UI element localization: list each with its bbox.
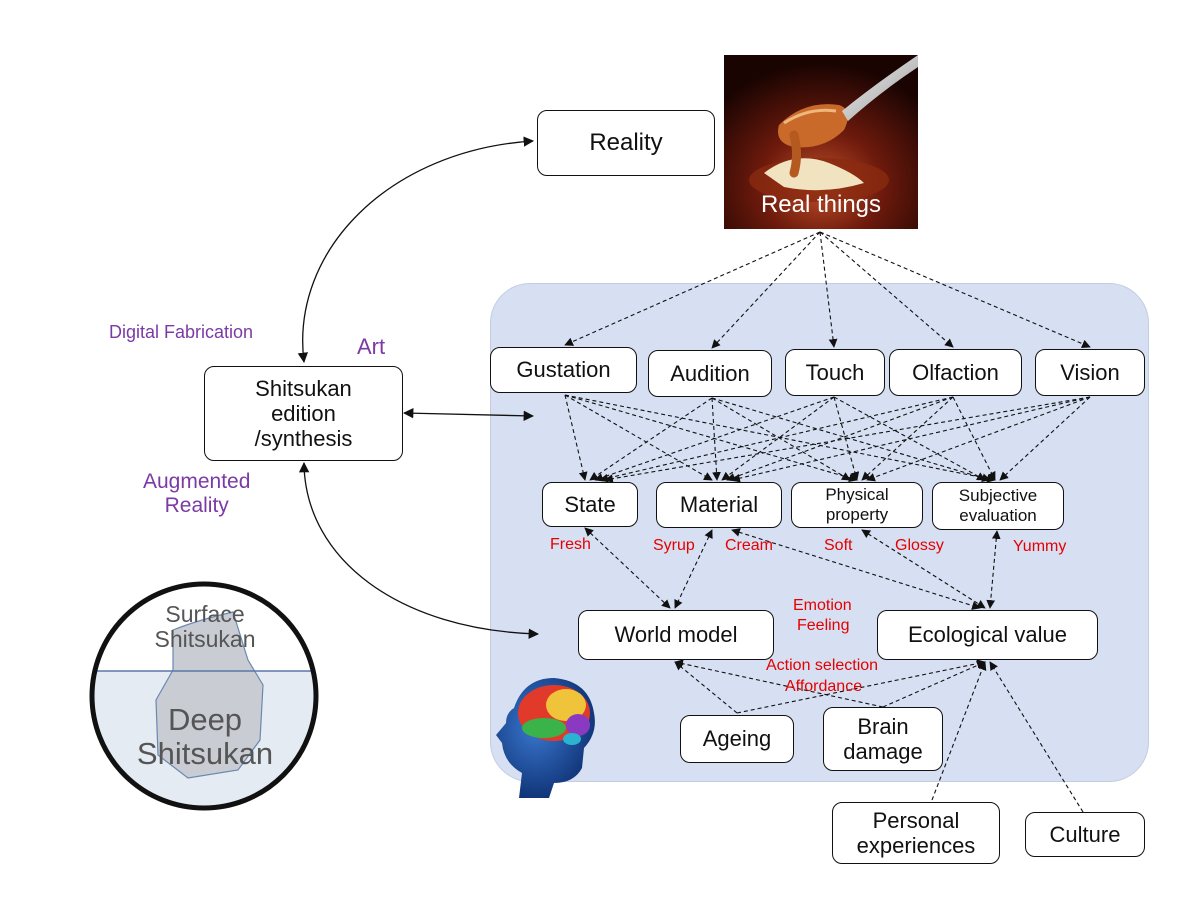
syrup-label: Syrup (653, 537, 695, 554)
olfaction-box: Olfaction (889, 349, 1022, 396)
feeling-label: Feeling (797, 617, 850, 634)
world-model-box: World model (578, 610, 774, 660)
affordance-label: Affordance (785, 678, 863, 695)
iceberg-illustration (89, 581, 319, 811)
subjective-evaluation-box: Subjective evaluation (932, 482, 1064, 530)
dessert-spoon-image (724, 55, 918, 229)
physical-property-box: Physical property (791, 482, 923, 528)
art-label: Art (357, 334, 386, 359)
augmented-reality-label: Augmented Reality (143, 470, 251, 518)
culture-box: Culture (1025, 812, 1145, 857)
shitsukan-edition-box: Shitsukan edition /synthesis (204, 366, 403, 461)
digital-fabrication-label: Digital Fabrication (109, 322, 254, 342)
gustation-box: Gustation (490, 347, 637, 393)
deep-shitsukan-label: Deep Shitsukan (136, 702, 274, 772)
personal-experiences-box: Personal experiences (832, 802, 1000, 864)
real-things-photo: Real things (724, 55, 918, 229)
touch-box: Touch (785, 349, 885, 396)
brain-damage-box: Brain damage (823, 707, 943, 771)
brain-head-icon (496, 678, 595, 798)
emotion-label: Emotion (793, 597, 852, 614)
reality-box: Reality (537, 110, 715, 176)
glossy-label: Glossy (895, 537, 944, 554)
vision-box: Vision (1035, 349, 1145, 396)
cream-label: Cream (725, 537, 774, 554)
surface-shitsukan-label: Surface Shitsukan (154, 601, 256, 653)
ageing-box: Ageing (680, 715, 794, 763)
soft-label: Soft (824, 537, 853, 554)
material-box: Material (656, 482, 782, 528)
audition-box: Audition (648, 350, 772, 397)
ecological-value-box: Ecological value (877, 610, 1098, 660)
yummy-label: Yummy (1013, 538, 1067, 555)
real-things-label: Real things (760, 191, 882, 218)
state-box: State (542, 482, 638, 527)
fresh-label: Fresh (550, 536, 591, 553)
action-selection-label: Action selection (766, 657, 879, 674)
